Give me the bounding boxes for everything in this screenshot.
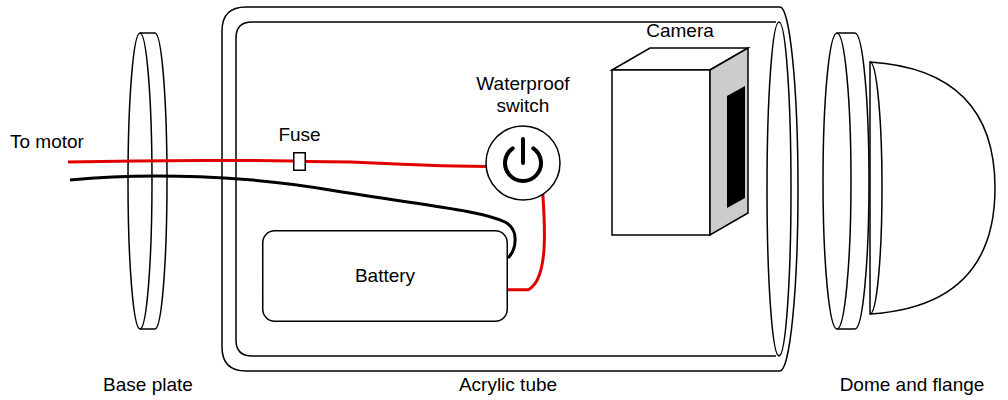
- node-heading: Camera: [646, 20, 714, 42]
- battery-box: Battery: [262, 230, 508, 322]
- waterproof-switch: Waterproof switch: [485, 125, 561, 201]
- part-name: Base plate: [103, 374, 193, 396]
- wire-label: To motor: [10, 131, 84, 153]
- part-name: Dome and flange: [840, 374, 985, 396]
- node-label: Battery: [355, 265, 415, 287]
- red-wire: [68, 160, 293, 162]
- node-heading: Fuse: [278, 124, 320, 146]
- wire-connector: [508, 194, 545, 290]
- acrylic-tube: [222, 7, 798, 371]
- base-plate: [128, 33, 167, 329]
- cube-outline: [612, 48, 748, 235]
- node-heading: Waterproof switch: [463, 73, 583, 117]
- dome-and-flange: [823, 33, 995, 329]
- wire-connector: [306, 162, 486, 167]
- switch-outline: [485, 125, 561, 201]
- part-name: Acrylic tube: [459, 374, 557, 396]
- camera: Camera: [612, 48, 748, 235]
- fuse-box: Fuse: [293, 152, 306, 171]
- fuse-outline: [293, 152, 306, 171]
